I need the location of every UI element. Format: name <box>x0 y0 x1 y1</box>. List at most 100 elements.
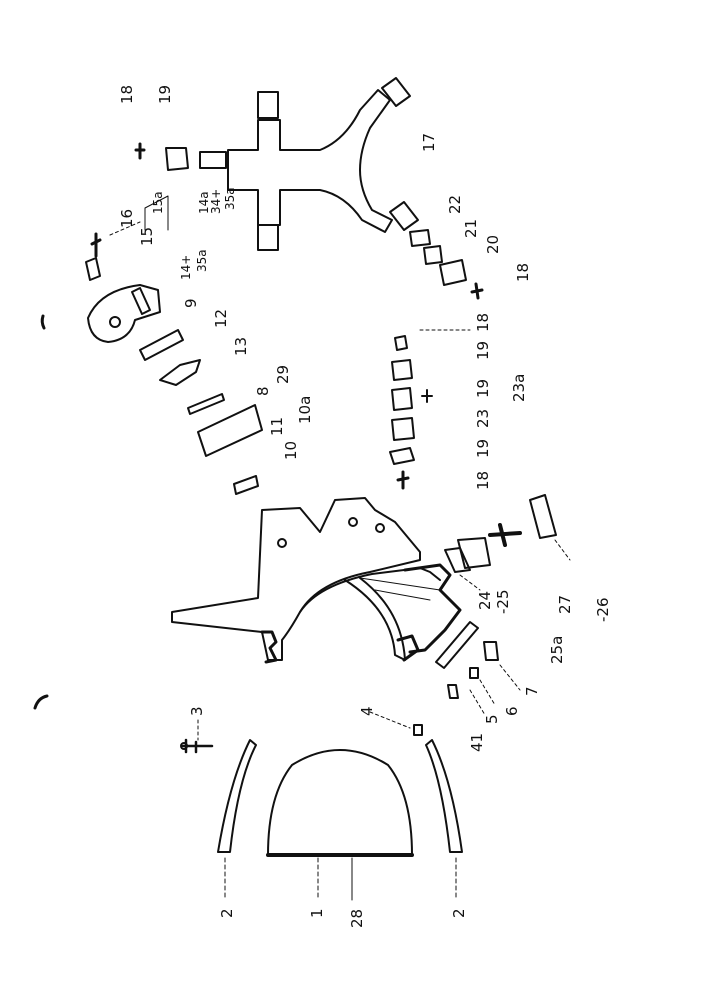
label-23a: 23a <box>510 374 528 402</box>
lever-hole <box>109 316 121 328</box>
label-11: 11 <box>268 417 286 436</box>
lever-part <box>87 284 161 343</box>
label-5: 5 <box>483 714 501 724</box>
bracket-part <box>444 547 471 573</box>
part-18-small <box>394 335 408 351</box>
nut-part <box>413 724 423 736</box>
main-frame-arc <box>344 577 406 661</box>
leader-line <box>554 539 571 561</box>
label-4: 4 <box>358 706 376 716</box>
label-22: 22 <box>446 195 464 214</box>
label-18-top: 18 <box>118 85 136 104</box>
part-18-screw-b <box>421 389 433 403</box>
part-19-top <box>165 147 189 171</box>
label-35a: 35a <box>195 249 209 272</box>
label-19-row-b: 19 <box>474 379 492 398</box>
part-20 <box>439 259 467 286</box>
label-35a-b: 35a <box>223 187 237 210</box>
main-frame-inner <box>299 567 441 613</box>
mount-hole <box>277 538 287 548</box>
label-2-left: 2 <box>218 908 236 918</box>
label-29: 29 <box>274 365 292 384</box>
label-18-row-b: 18 <box>474 313 492 332</box>
channel-strip-bottom <box>396 634 420 662</box>
key-head <box>180 742 188 750</box>
part-19-lower <box>389 447 415 465</box>
label-19-row: 19 <box>474 439 492 458</box>
leader-line <box>469 689 486 716</box>
part-22 <box>409 229 431 247</box>
mount-hole <box>348 517 358 527</box>
channel-strip <box>403 563 462 654</box>
label-6: 6 <box>503 706 521 716</box>
leader-line <box>499 664 521 691</box>
leader-line <box>459 574 481 591</box>
label-18-bottom-right: 18 <box>514 263 532 282</box>
wedge-part <box>457 537 491 569</box>
label-25a: 25a <box>548 636 566 664</box>
label-16: 16 <box>118 209 136 228</box>
curved-arc-part-right <box>425 739 463 853</box>
label-15a: 15a <box>151 191 165 214</box>
label-19-row-c: 19 <box>474 341 492 360</box>
leader-bracket <box>144 195 169 231</box>
label-18-row: 18 <box>474 471 492 490</box>
part-18-bottom-right <box>470 282 484 300</box>
part-9-pin <box>131 287 151 315</box>
label-21: 21 <box>462 219 480 238</box>
label-15: 15 <box>138 227 156 246</box>
spindle-part <box>159 359 201 386</box>
label-2-right: 2 <box>450 908 468 918</box>
part-21 <box>423 245 443 265</box>
part-19-upper <box>391 359 413 381</box>
block-part-11 <box>197 404 263 457</box>
manifold-part <box>227 89 393 233</box>
label-7: 7 <box>523 686 541 696</box>
small-part-5 <box>469 667 479 679</box>
part-18-screw <box>396 470 410 490</box>
label-17: 17 <box>420 133 438 152</box>
label-41: 41 <box>468 733 486 752</box>
stray-mark <box>33 694 49 710</box>
label-8: 8 <box>254 386 272 396</box>
small-pin-15 <box>85 257 101 281</box>
rod-part-8 <box>187 393 225 415</box>
manifold-cap-lower-right <box>389 201 419 231</box>
rod-part <box>435 621 479 669</box>
part-19-mid <box>391 387 413 411</box>
leader-line <box>369 711 411 729</box>
label-1: 1 <box>308 908 326 918</box>
part-23 <box>391 417 415 441</box>
flat-bar-part <box>139 329 184 361</box>
label-25: -25 <box>494 590 512 615</box>
small-part-41 <box>447 684 459 699</box>
screw-part <box>483 641 499 661</box>
main-frame-part <box>171 497 421 661</box>
manifold-plug-left <box>199 151 227 169</box>
mount-hole <box>375 523 385 533</box>
pin-part <box>488 523 522 547</box>
label-34plus: 34+ <box>209 189 223 214</box>
label-24: 24 <box>476 591 494 610</box>
leader-line <box>479 679 496 706</box>
part-18-top <box>134 142 146 160</box>
label-13: 13 <box>232 337 250 356</box>
label-20: 20 <box>484 235 502 254</box>
label-12: 12 <box>212 309 230 328</box>
label-14plus: 14+ <box>179 255 193 280</box>
label-9: 9 <box>182 298 200 308</box>
label-3: 3 <box>188 706 206 716</box>
t-pin-16 <box>90 232 102 258</box>
channel-strip-left <box>260 630 278 664</box>
manifold-cap-top <box>257 91 279 119</box>
label-19-top: 19 <box>156 85 174 104</box>
label-14a: 14a <box>197 191 211 214</box>
label-10: 10 <box>282 441 300 460</box>
frame-hatch <box>359 577 441 601</box>
label-23: 23 <box>474 409 492 428</box>
block-part <box>529 494 557 539</box>
leader-line <box>109 221 141 236</box>
curved-arc-part-left <box>217 739 257 853</box>
manifold-cap-bottom <box>257 224 279 251</box>
